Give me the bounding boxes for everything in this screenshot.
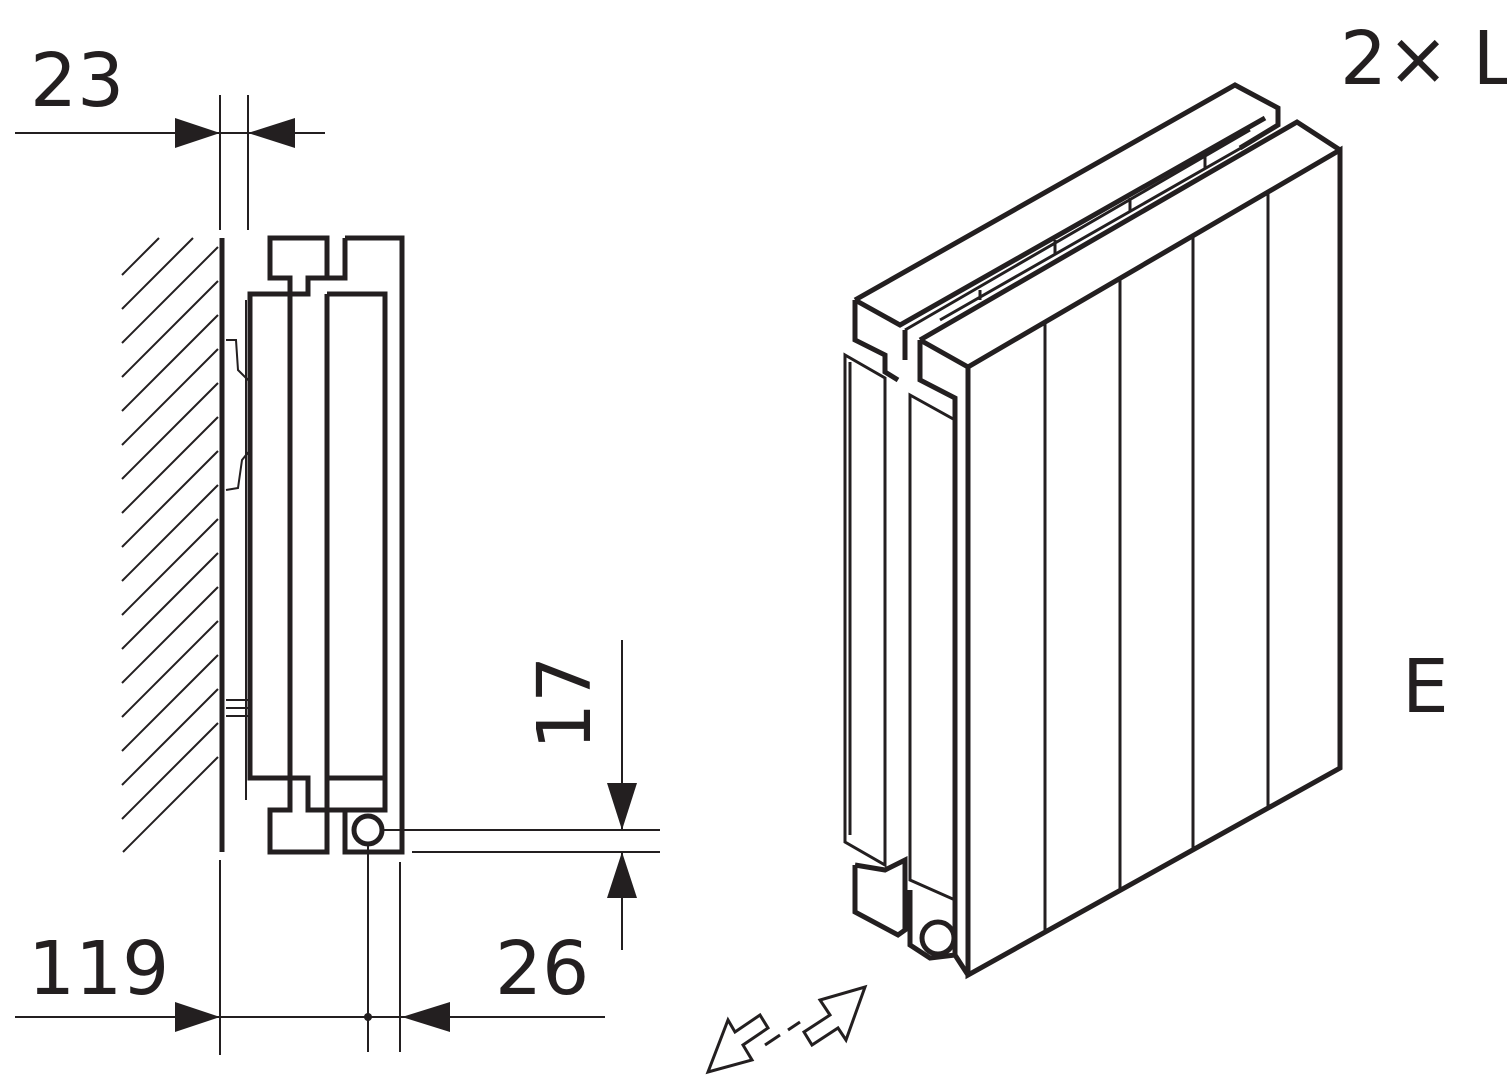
hatch-line — [121, 280, 219, 378]
hatch-line — [121, 416, 219, 514]
hatch-line — [121, 348, 219, 446]
dimension-depth: 119 26 — [15, 845, 605, 1055]
label-2xL: 2× L — [1340, 16, 1507, 102]
hatch-line — [122, 756, 219, 853]
hatch-line — [121, 450, 219, 548]
hatch-line — [121, 382, 219, 480]
hatch-line — [121, 246, 219, 344]
hatch-line — [121, 237, 160, 276]
wall-hatching — [121, 237, 225, 853]
dimension-label-17: 17 — [522, 656, 608, 750]
double-arrow-icon — [705, 984, 868, 1075]
hatch-line — [121, 314, 219, 412]
hatch-line — [121, 586, 219, 684]
label-E: E — [1402, 644, 1449, 730]
hatch-line — [121, 552, 219, 650]
pipe-connection-icon — [919, 919, 957, 957]
dimension-label-119: 119 — [28, 926, 169, 1012]
dimension-label-26: 26 — [495, 926, 589, 1012]
hatch-line — [121, 722, 219, 820]
dimension-wall-gap: 23 — [15, 38, 325, 230]
radiator-isometric-view: E 2× L — [843, 16, 1507, 980]
dimension-connection-height: 17 — [380, 640, 660, 950]
hatch-line — [121, 484, 219, 582]
hatch-line — [121, 620, 219, 718]
hatch-line — [121, 237, 194, 310]
radiator-side-profile — [225, 235, 405, 855]
pipe-connection-icon — [351, 813, 385, 847]
dimension-label-23: 23 — [30, 38, 124, 124]
hatch-line — [121, 688, 219, 786]
hatch-line — [121, 654, 219, 752]
hatch-line — [121, 518, 219, 616]
